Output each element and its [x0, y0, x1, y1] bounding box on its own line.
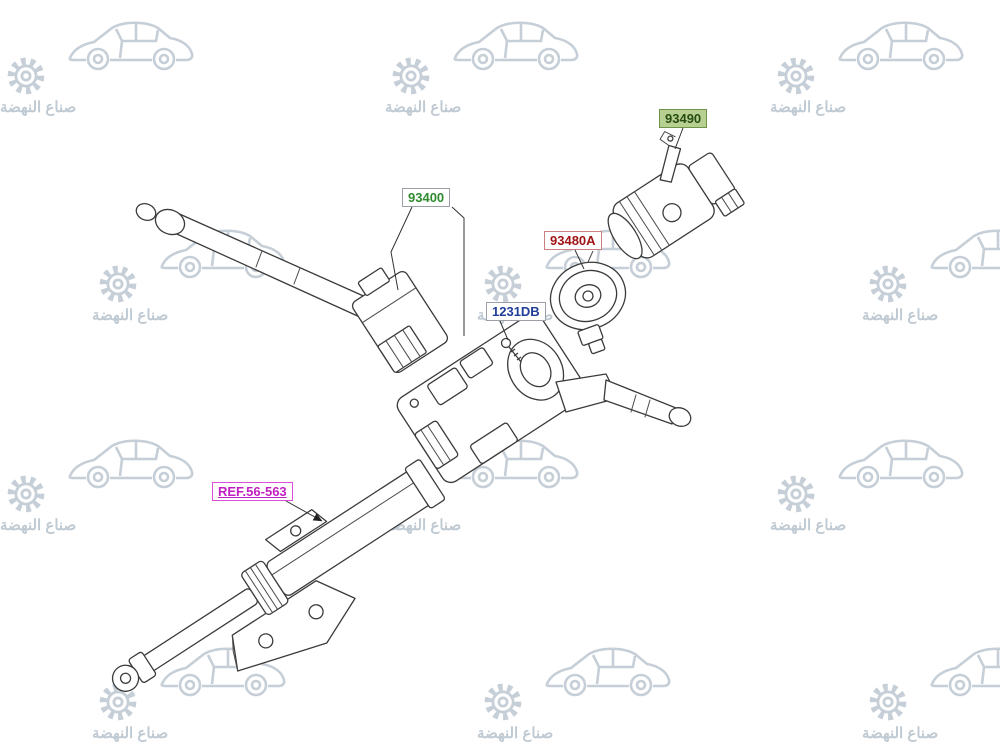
wiper-stalk-drawing	[555, 373, 692, 427]
part-label-93400[interactable]: 93400	[402, 188, 451, 207]
clock-spring-tab	[587, 250, 594, 263]
part-label-93490[interactable]: 93490	[659, 109, 708, 128]
clock-spring-drawing	[549, 261, 627, 355]
steering-column-drawing	[111, 459, 446, 692]
light-switch-block-drawing	[351, 267, 449, 374]
angle-sensor-drawing	[607, 131, 745, 260]
light-stalk-drawing	[135, 202, 369, 319]
part-label-ref-56-563[interactable]: REF.56-563	[212, 482, 293, 501]
leader-lines	[285, 127, 684, 522]
screw-drawing	[500, 337, 522, 363]
ref-arrow	[285, 500, 323, 522]
combination-switch-drawing	[396, 312, 588, 484]
part-label-1231DB[interactable]: 1231DB	[486, 302, 546, 321]
part-label-93480A[interactable]: 93480A	[544, 231, 602, 250]
